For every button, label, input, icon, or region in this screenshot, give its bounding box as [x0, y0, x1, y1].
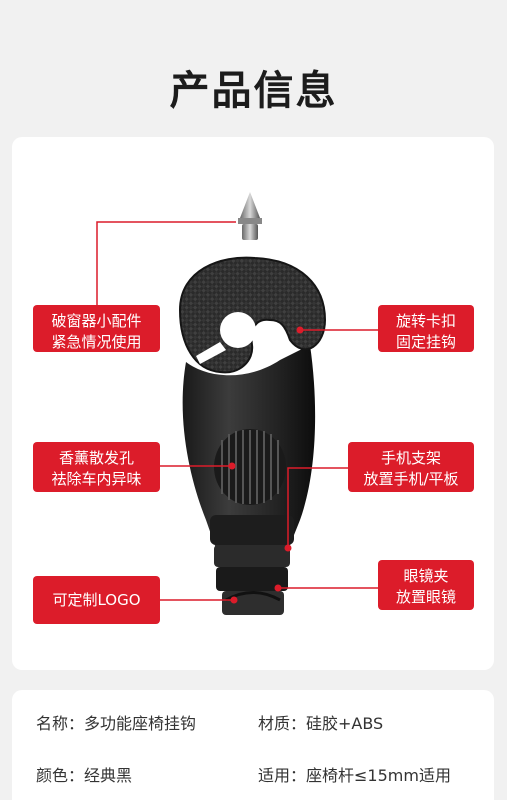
callout-phone-stand-line1: 手机支架	[380, 449, 441, 467]
callout-rotating-clip-line2: 固定挂钩	[395, 333, 456, 351]
hook-body	[178, 256, 327, 615]
callout-window-breaker: 破窗器小配件 紧急情况使用	[33, 305, 160, 352]
callout-phone-stand: 手机支架 放置手机/平板	[348, 442, 474, 492]
window-breaker-spike	[238, 192, 262, 240]
callout-phone-stand-line2: 放置手机/平板	[363, 470, 459, 488]
callout-logo: 可定制LOGO	[33, 576, 160, 624]
spec-material: 材质：硅胶+ABS	[258, 714, 384, 733]
callout-window-breaker-line2: 紧急情况使用	[51, 333, 142, 351]
spec-card	[12, 690, 494, 800]
spec-color: 颜色：经典黑	[36, 766, 133, 785]
callout-glasses: 眼镜夹 放置眼镜	[378, 560, 474, 610]
callout-glasses-line2: 放置眼镜	[395, 588, 456, 606]
callout-aroma-line1: 香薰散发孔	[58, 449, 134, 467]
page-title: 产品信息	[169, 68, 338, 114]
callout-aroma-line2: 祛除车内异味	[51, 470, 142, 488]
callout-logo-line1: 可定制LOGO	[52, 591, 141, 609]
callout-window-breaker-line1: 破窗器小配件	[51, 312, 142, 330]
callout-rotating-clip: 旋转卡扣 固定挂钩	[378, 305, 474, 352]
spec-usage: 适用：座椅杆≤15mm适用	[258, 766, 451, 785]
callout-rotating-clip-line1: 旋转卡扣	[395, 312, 456, 330]
callout-aroma: 香薰散发孔 祛除车内异味	[33, 442, 160, 492]
spec-name: 名称：多功能座椅挂钩	[36, 714, 197, 733]
callout-dots	[228, 326, 304, 604]
callout-glasses-line1: 眼镜夹	[403, 567, 449, 585]
callout-lines	[96, 221, 378, 601]
